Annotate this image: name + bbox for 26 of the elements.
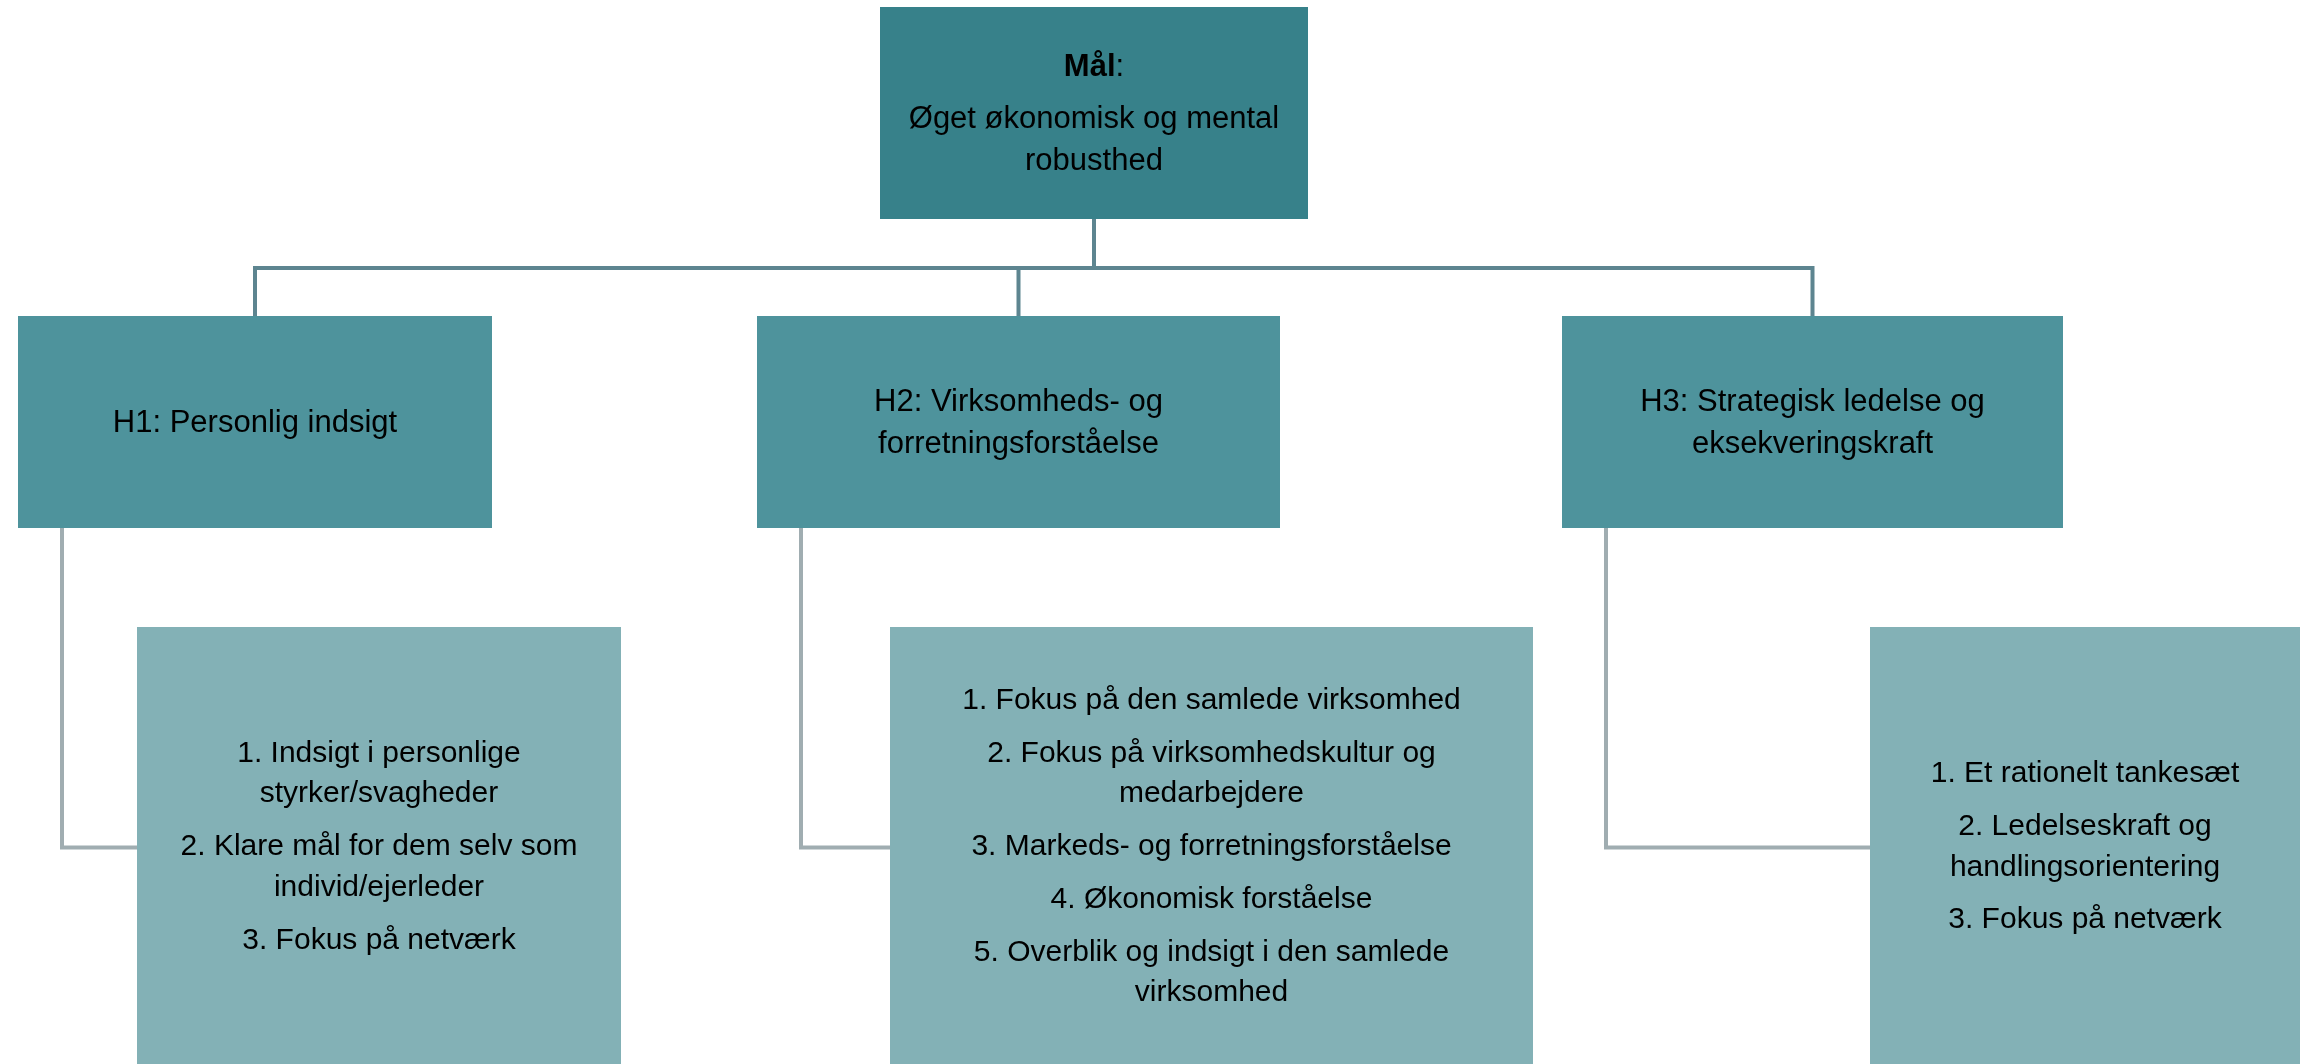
list-item: 1. Indsigt i personlige styrker/svagheder [236,733,522,811]
connector-line [1604,528,1870,850]
list-item: 1. Fokus på den samlede virksomhed [962,680,1461,717]
theme-title: H2: Virksomheds- og forretningsforståelse [873,381,1164,462]
goal-box [880,7,1308,219]
list-item: 2. Fokus på virksomhedskultur og medarbejdere [986,733,1437,811]
list-item: 2. Ledelseskraft og handlingsorientering [1948,806,2222,884]
list-item: 3. Markeds- og forretningsforståelse [971,827,1452,864]
theme-box [757,316,1280,528]
connector-line [60,528,137,850]
theme-title: H1: Personlig indsigt [112,402,398,441]
theme-box [18,316,492,528]
goal-text: Øget økonomisk og mental robusthed [907,98,1281,180]
competence-box [137,627,621,1064]
goal-heading: Mål: [1063,46,1125,85]
competence-box [890,627,1533,1064]
list-item: 3. Fokus på netværk [242,920,516,957]
theme-title: H3: Strategisk ledelse og eksekveringskraft [1639,381,1986,462]
connector-line [799,528,890,850]
list-item: 1. Et rationelt tankesæt [1930,753,2240,790]
list-item: 3. Fokus på netværk [1948,900,2222,937]
theme-box [1562,316,2063,528]
competence-box [1870,627,2300,1064]
list-item: 5. Overblik og indsigt i den samlede virksomhed [972,932,1451,1010]
list-item: 4. Økonomisk forståelse [1050,879,1373,916]
list-item: 2. Klare mål for dem selv som individ/ejerleder [179,827,579,904]
